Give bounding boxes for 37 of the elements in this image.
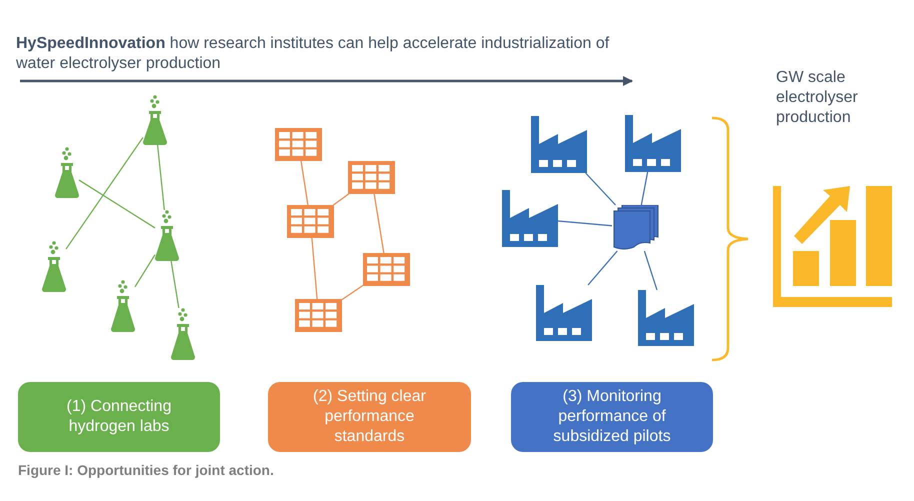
action-box: (3) Monitoring performance of subsidized pilots	[511, 382, 713, 452]
connector-line	[66, 137, 144, 250]
factory-icon	[638, 290, 694, 346]
connector-line	[585, 172, 616, 206]
connector-line	[640, 172, 648, 206]
flask-icon	[155, 210, 179, 261]
connector-line	[342, 284, 364, 300]
connector-line	[78, 180, 156, 228]
connector-line	[333, 194, 349, 206]
factory-icon	[536, 285, 592, 341]
connector-line	[588, 250, 618, 286]
table-icon	[275, 128, 322, 161]
connector-line	[644, 250, 658, 290]
table-icon	[287, 205, 334, 238]
connector-line	[374, 194, 384, 254]
action-box: (2) Setting clear performance standards	[268, 382, 471, 452]
flask-icon	[111, 280, 135, 332]
table-icon	[363, 253, 410, 286]
flask-icon	[143, 95, 167, 145]
factory-icon	[502, 190, 558, 247]
connector-line	[558, 220, 612, 226]
factory-icon	[625, 115, 681, 172]
action-box: (1) Connecting hydrogen labs	[18, 382, 220, 452]
flask-icon	[171, 308, 195, 360]
connector-line	[311, 238, 318, 300]
connector-line	[134, 254, 156, 288]
flask-icon	[42, 241, 66, 292]
outcome-label: GW scale electrolyser production	[776, 68, 859, 128]
title: HySpeedInnovation how research institutes can help accelerate industrialization of water electrolyser production	[16, 34, 610, 74]
factory-icon	[531, 116, 587, 173]
flask-icon	[55, 147, 79, 198]
connector-line	[170, 260, 180, 308]
table-icon	[348, 161, 395, 194]
table-icon	[295, 299, 342, 332]
figure-caption: Figure I: Opportunities for joint action.	[18, 462, 274, 478]
connector-line	[157, 144, 165, 210]
connector-line	[300, 160, 309, 206]
